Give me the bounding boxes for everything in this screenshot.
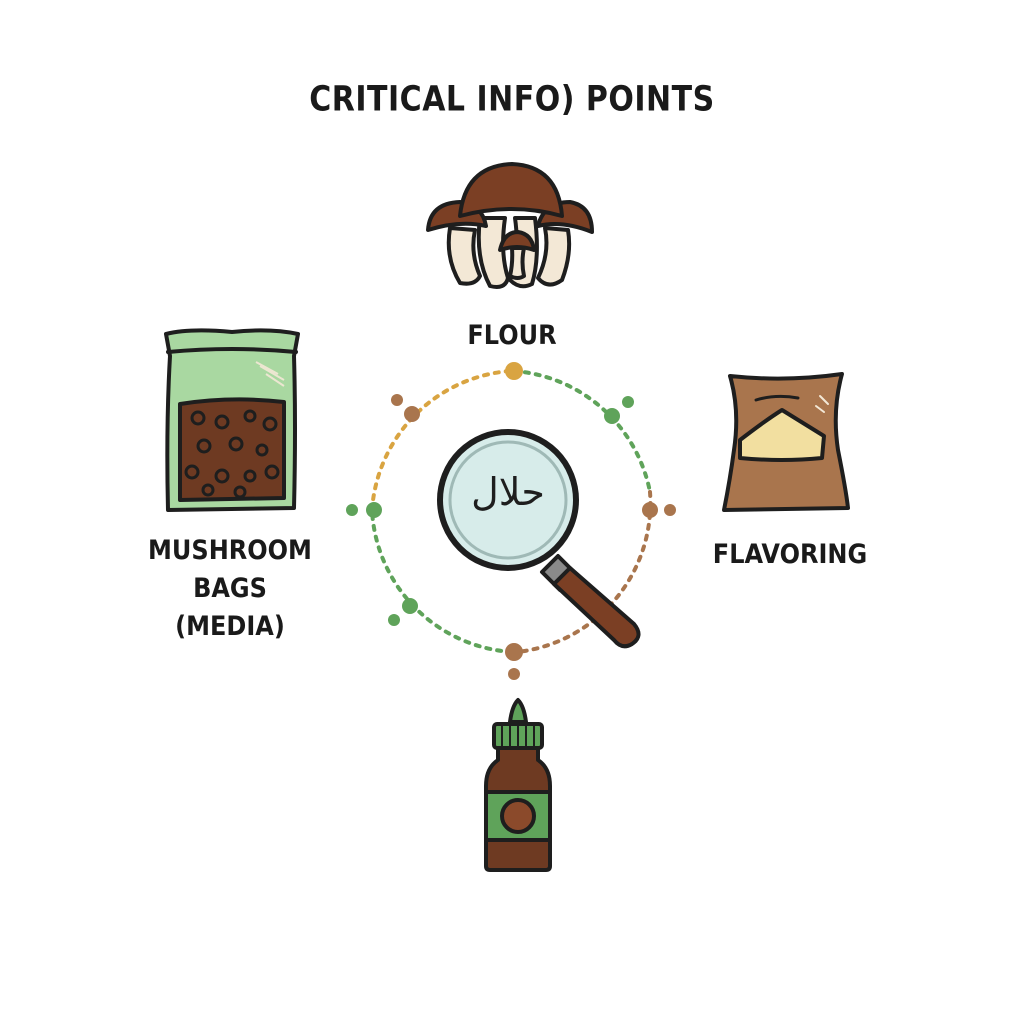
page-title: CRITICAL INFO) POINTS	[309, 79, 715, 120]
mushroom-cluster-icon	[420, 158, 600, 293]
node-right-small	[664, 504, 676, 516]
node-top-left	[404, 406, 420, 422]
label-mushroom-bags-line1: MUSHROOM BAGS	[148, 534, 312, 604]
label-flour: FLOUR	[467, 319, 557, 351]
label-mushroom-bags-line2: (MEDIA)	[175, 610, 285, 642]
ring-arc-bottom-right	[515, 490, 653, 654]
grow-bag-icon	[160, 326, 304, 518]
center-diagram	[332, 352, 692, 692]
node-left	[366, 502, 382, 518]
dropper-bottle-icon	[478, 696, 558, 876]
node-bottom	[505, 643, 523, 661]
node-top	[505, 362, 523, 380]
node-bottom-small	[508, 668, 520, 680]
node-right	[642, 502, 658, 518]
halal-symbol: حلال	[471, 470, 545, 514]
node-bottom-left-small	[388, 614, 400, 626]
node-top-right-small	[622, 396, 634, 408]
label-flavoring: FLAVORING	[712, 538, 868, 570]
ring-arc-top-right	[512, 369, 652, 494]
node-top-right	[604, 408, 620, 424]
label-mushroom-bags: MUSHROOM BAGS (MEDIA)	[110, 531, 350, 645]
node-left-small	[346, 504, 358, 516]
flour-sack-icon	[716, 370, 856, 518]
node-top-left-small	[391, 394, 403, 406]
node-bottom-left	[402, 598, 418, 614]
